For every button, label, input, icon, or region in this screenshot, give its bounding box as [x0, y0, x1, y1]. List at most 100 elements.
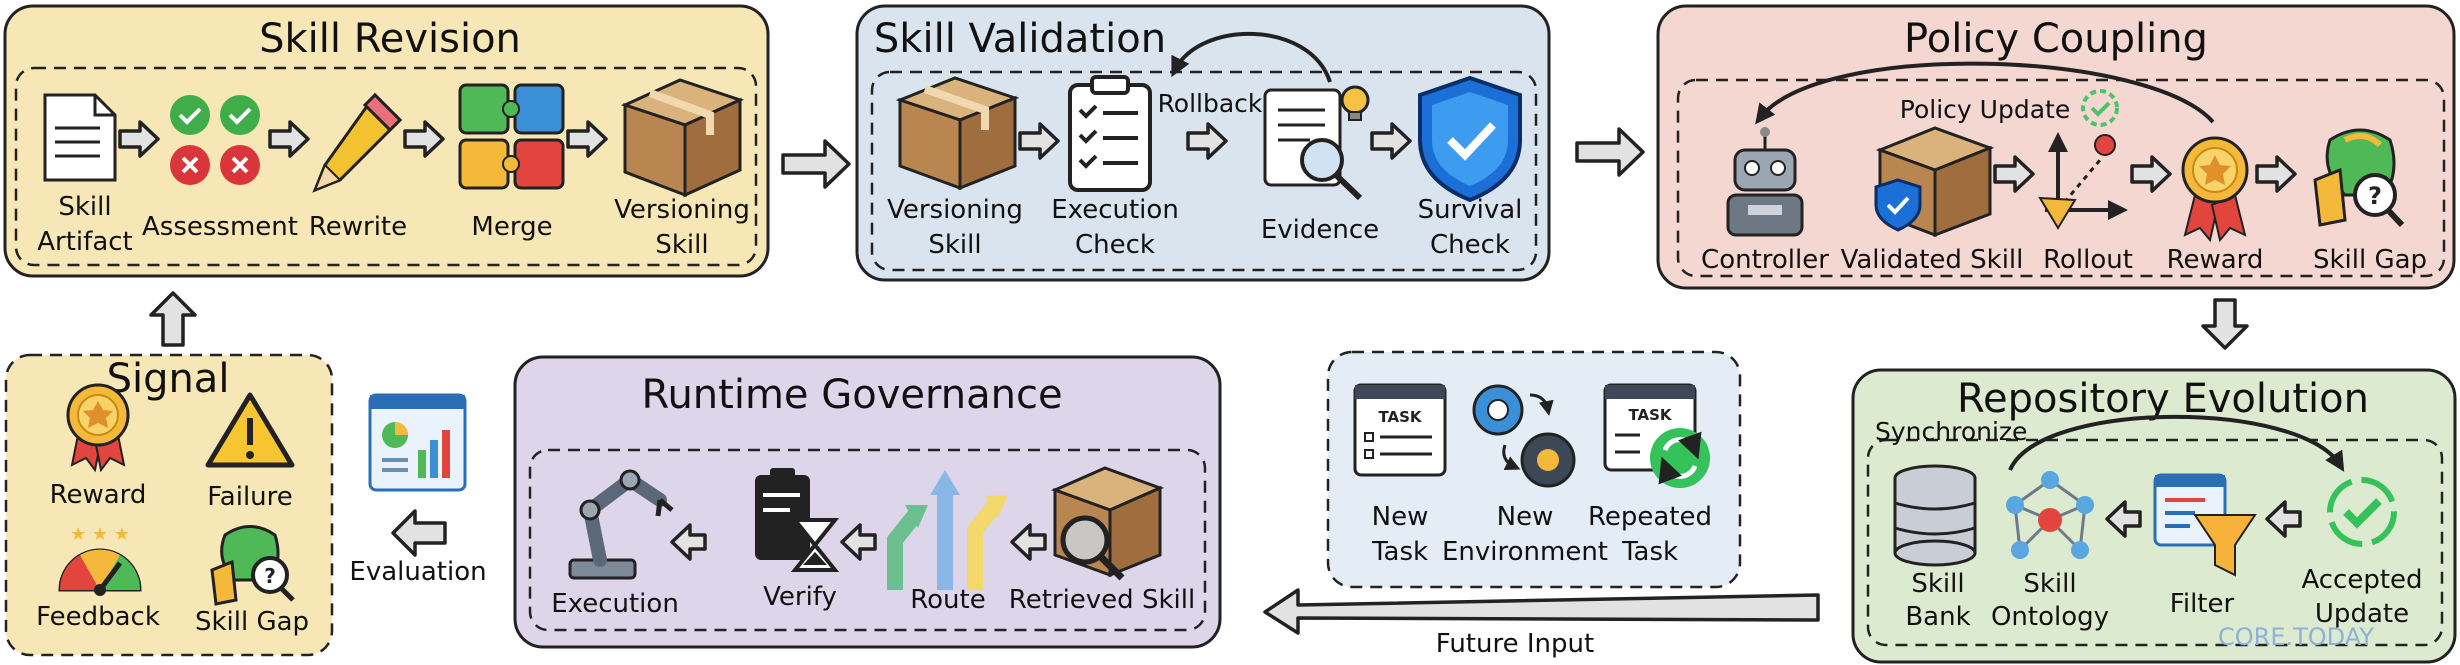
runtime-governance-title: Runtime Governance — [641, 372, 1062, 418]
new-task-label-2: Task — [1371, 537, 1428, 567]
svg-text:?: ? — [2368, 182, 2382, 210]
flow-arrow-left — [670, 523, 707, 561]
evidence-label: Evidence — [1261, 215, 1379, 245]
flow-arrow-left — [2105, 500, 2142, 538]
execution-check-label-1: Execution — [1051, 195, 1179, 225]
rollback-label: Rollback — [1158, 89, 1263, 118]
ontology-network-icon — [2006, 471, 2094, 559]
flow-arrow-left — [840, 523, 877, 561]
new-task-label-1: New — [1372, 502, 1429, 532]
retrieved-package-icon — [1050, 466, 1165, 581]
policy-update-label: Policy Update — [1900, 95, 2070, 124]
verify-hourglass-icon — [755, 468, 840, 572]
flow-arrow-left — [2265, 500, 2302, 538]
validated-package-icon — [1874, 126, 1995, 238]
failure-label: Failure — [207, 482, 293, 512]
evidence-icon — [1263, 85, 1370, 201]
flow-arrow-left — [391, 509, 447, 557]
package-icon — [620, 78, 745, 198]
rollout-label: Rollout — [2043, 245, 2133, 275]
verify-label: Verify — [763, 582, 837, 612]
svg-text:★ ★ ★: ★ ★ ★ — [70, 524, 130, 545]
check-circle-icon — [2081, 89, 2119, 127]
rollout-axes-icon — [2038, 132, 2128, 230]
route-label: Route — [910, 585, 985, 615]
repository-evolution-title: Repository Evolution — [1957, 376, 2369, 422]
flow-arrow-left — [1010, 523, 1047, 561]
accepted-update-label-2: Update — [2315, 599, 2409, 629]
skill-gap-label: Skill Gap — [2313, 245, 2427, 275]
gears-icon — [1472, 384, 1576, 488]
rollback-arrow — [1171, 32, 1332, 83]
robot-icon — [1726, 127, 1804, 237]
repeated-task-label-2: Task — [1621, 537, 1678, 567]
skill-gap-icon: ? — [2313, 128, 2405, 228]
skill-ontology-label-2: Ontology — [1991, 602, 2109, 632]
skill-artifact-label-1: Skill — [58, 192, 111, 222]
skill-artifact-label-2: Artifact — [37, 227, 132, 257]
reward-medal-icon — [2181, 136, 2249, 243]
repeated-task-icon: TASK — [1603, 383, 1710, 488]
runtime-governance-panel: Runtime Governance Execution Verify — [513, 355, 1222, 649]
document-icon — [43, 93, 117, 182]
signal-title: Signal — [107, 356, 230, 402]
skill-bank-label-1: Skill — [1911, 569, 1964, 599]
skill-revision-title: Skill Revision — [259, 16, 521, 62]
filter-icon — [2153, 473, 2257, 577]
filter-label: Filter — [2170, 589, 2235, 619]
skill-revision-panel: Skill Revision Skill Artifact Assessment — [3, 4, 770, 278]
flow-arrow — [118, 120, 160, 158]
future-input-label: Future Input — [1436, 629, 1594, 659]
task-icon: TASK — [1353, 383, 1447, 477]
checklist-icon — [1068, 75, 1152, 192]
future-input-panel: TASK New Task New Environment TASK — [1326, 350, 1742, 589]
package-icon — [895, 76, 1020, 191]
reward-medal-icon — [66, 383, 130, 473]
repeated-task-label-1: Repeated — [1588, 502, 1712, 532]
flow-arrow — [1186, 122, 1228, 160]
check-cross-icon — [170, 95, 260, 185]
versioning-skill-label-1: Versioning — [614, 195, 750, 225]
new-environment-label-1: New — [1497, 502, 1554, 532]
survival-check-label-1: Survival — [1418, 195, 1523, 225]
validated-skill-label: Validated Skill — [1841, 245, 2024, 275]
versioning-skill-label-1: Versioning — [887, 195, 1023, 225]
execution-label: Execution — [551, 589, 679, 619]
survival-check-label-2: Check — [1430, 230, 1510, 260]
accepted-update-label-1: Accepted — [2301, 565, 2422, 595]
merge-label: Merge — [471, 212, 552, 242]
task-icon-text: TASK — [1378, 408, 1422, 426]
versioning-skill-label-2: Skill — [655, 230, 708, 260]
skill-ontology-label-1: Skill — [2023, 569, 2076, 599]
repository-evolution-panel: Repository Evolution Synchronize Skill B… — [1851, 368, 2457, 664]
warning-icon — [205, 392, 295, 468]
database-icon — [1893, 464, 1977, 567]
flow-arrow — [2255, 155, 2297, 193]
policy-update-arrow — [1755, 61, 2215, 125]
route-arrows-icon — [887, 470, 1008, 590]
skill-bank-label-2: Bank — [1905, 602, 1970, 632]
policy-coupling-title: Policy Coupling — [1904, 16, 2208, 62]
flow-arrow — [1993, 155, 2035, 193]
puzzle-icon — [458, 83, 565, 190]
synchronize-label: Synchronize — [1875, 417, 2027, 446]
reward-label: Reward — [2167, 245, 2264, 275]
flow-arrow — [1370, 122, 1412, 160]
evaluation-label: Evaluation — [349, 557, 486, 587]
flow-arrow — [268, 120, 310, 158]
accepted-check-icon — [2327, 477, 2397, 547]
svg-text:?: ? — [264, 564, 276, 588]
pencil-icon — [312, 92, 403, 193]
skill-gap-icon: ? — [210, 525, 295, 606]
task-icon-text: TASK — [1628, 406, 1672, 424]
watermark: CORE.TODAY — [2218, 623, 2374, 651]
flow-arrow-down — [2201, 298, 2249, 350]
flow-arrow — [566, 120, 608, 158]
robot-arm-icon — [568, 469, 674, 580]
flow-arrow — [403, 120, 445, 158]
retrieved-skill-label: Retrieved Skill — [1009, 585, 1195, 615]
feedback-label: Feedback — [36, 602, 160, 632]
dashboard-icon — [368, 393, 467, 492]
flow-arrow — [1018, 122, 1060, 160]
